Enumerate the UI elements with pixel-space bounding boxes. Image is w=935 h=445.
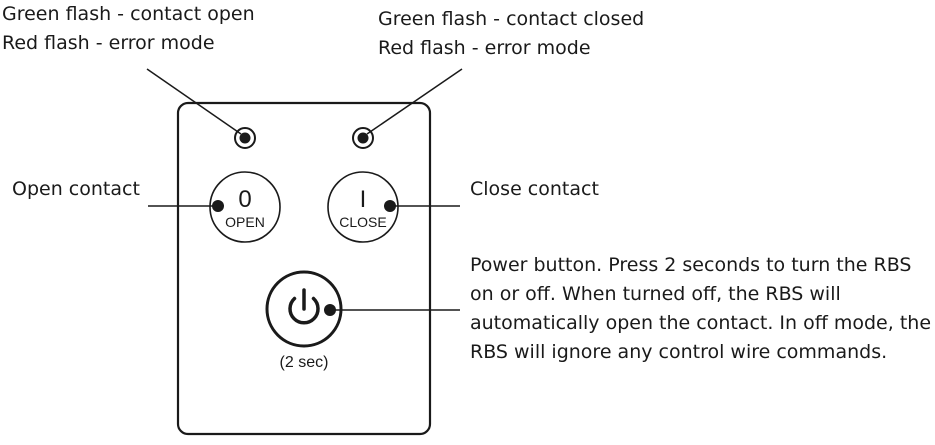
left-led-annotation: Green flash - contact open Red flash - e…: [2, 0, 255, 58]
right-led-line-2: Red flash - error mode: [378, 37, 591, 59]
device-panel: [176, 101, 432, 436]
power-annotation-line-3: automatically open the contact. In off m…: [470, 312, 932, 334]
open-leader-dot: [212, 200, 224, 212]
right-led-annotation: Green flash - contact closed Red flash -…: [378, 5, 644, 63]
left-led-leader: [146, 68, 242, 135]
close-button-symbol: I: [360, 186, 367, 213]
power-button: (2 sec): [265, 270, 343, 371]
open-button: 0 OPEN: [209, 171, 281, 243]
leader-lines: [146, 68, 463, 311]
close-button-text: CLOSE: [339, 214, 386, 230]
power-button-caption: (2 sec): [280, 354, 329, 371]
power-annotation-line-1: Power button. Press 2 seconds to turn th…: [470, 254, 912, 276]
left-led-indicator: [234, 127, 256, 149]
right-led-indicator: [352, 127, 374, 149]
open-button-text: OPEN: [225, 214, 265, 230]
power-icon: [288, 288, 320, 325]
close-leader-dot: [384, 200, 396, 212]
power-button-annotation: Power button. Press 2 seconds to turn th…: [470, 251, 931, 367]
left-led-line-1: Green flash - contact open: [2, 3, 255, 25]
power-annotation-line-2: on or off. When turned off, the RBS will: [470, 283, 841, 305]
open-contact-annotation: Open contact: [12, 178, 140, 200]
power-annotation-line-4: RBS will ignore any control wire command…: [470, 341, 888, 363]
right-led-leader: [366, 68, 463, 135]
power-leader-dot: [324, 304, 336, 316]
close-contact-annotation: Close contact: [470, 178, 599, 200]
close-button: I CLOSE: [327, 171, 399, 243]
left-led-line-2: Red flash - error mode: [2, 32, 215, 54]
right-led-line-1: Green flash - contact closed: [378, 8, 645, 30]
leader-dots: [212, 200, 396, 316]
open-button-symbol: 0: [238, 186, 251, 213]
